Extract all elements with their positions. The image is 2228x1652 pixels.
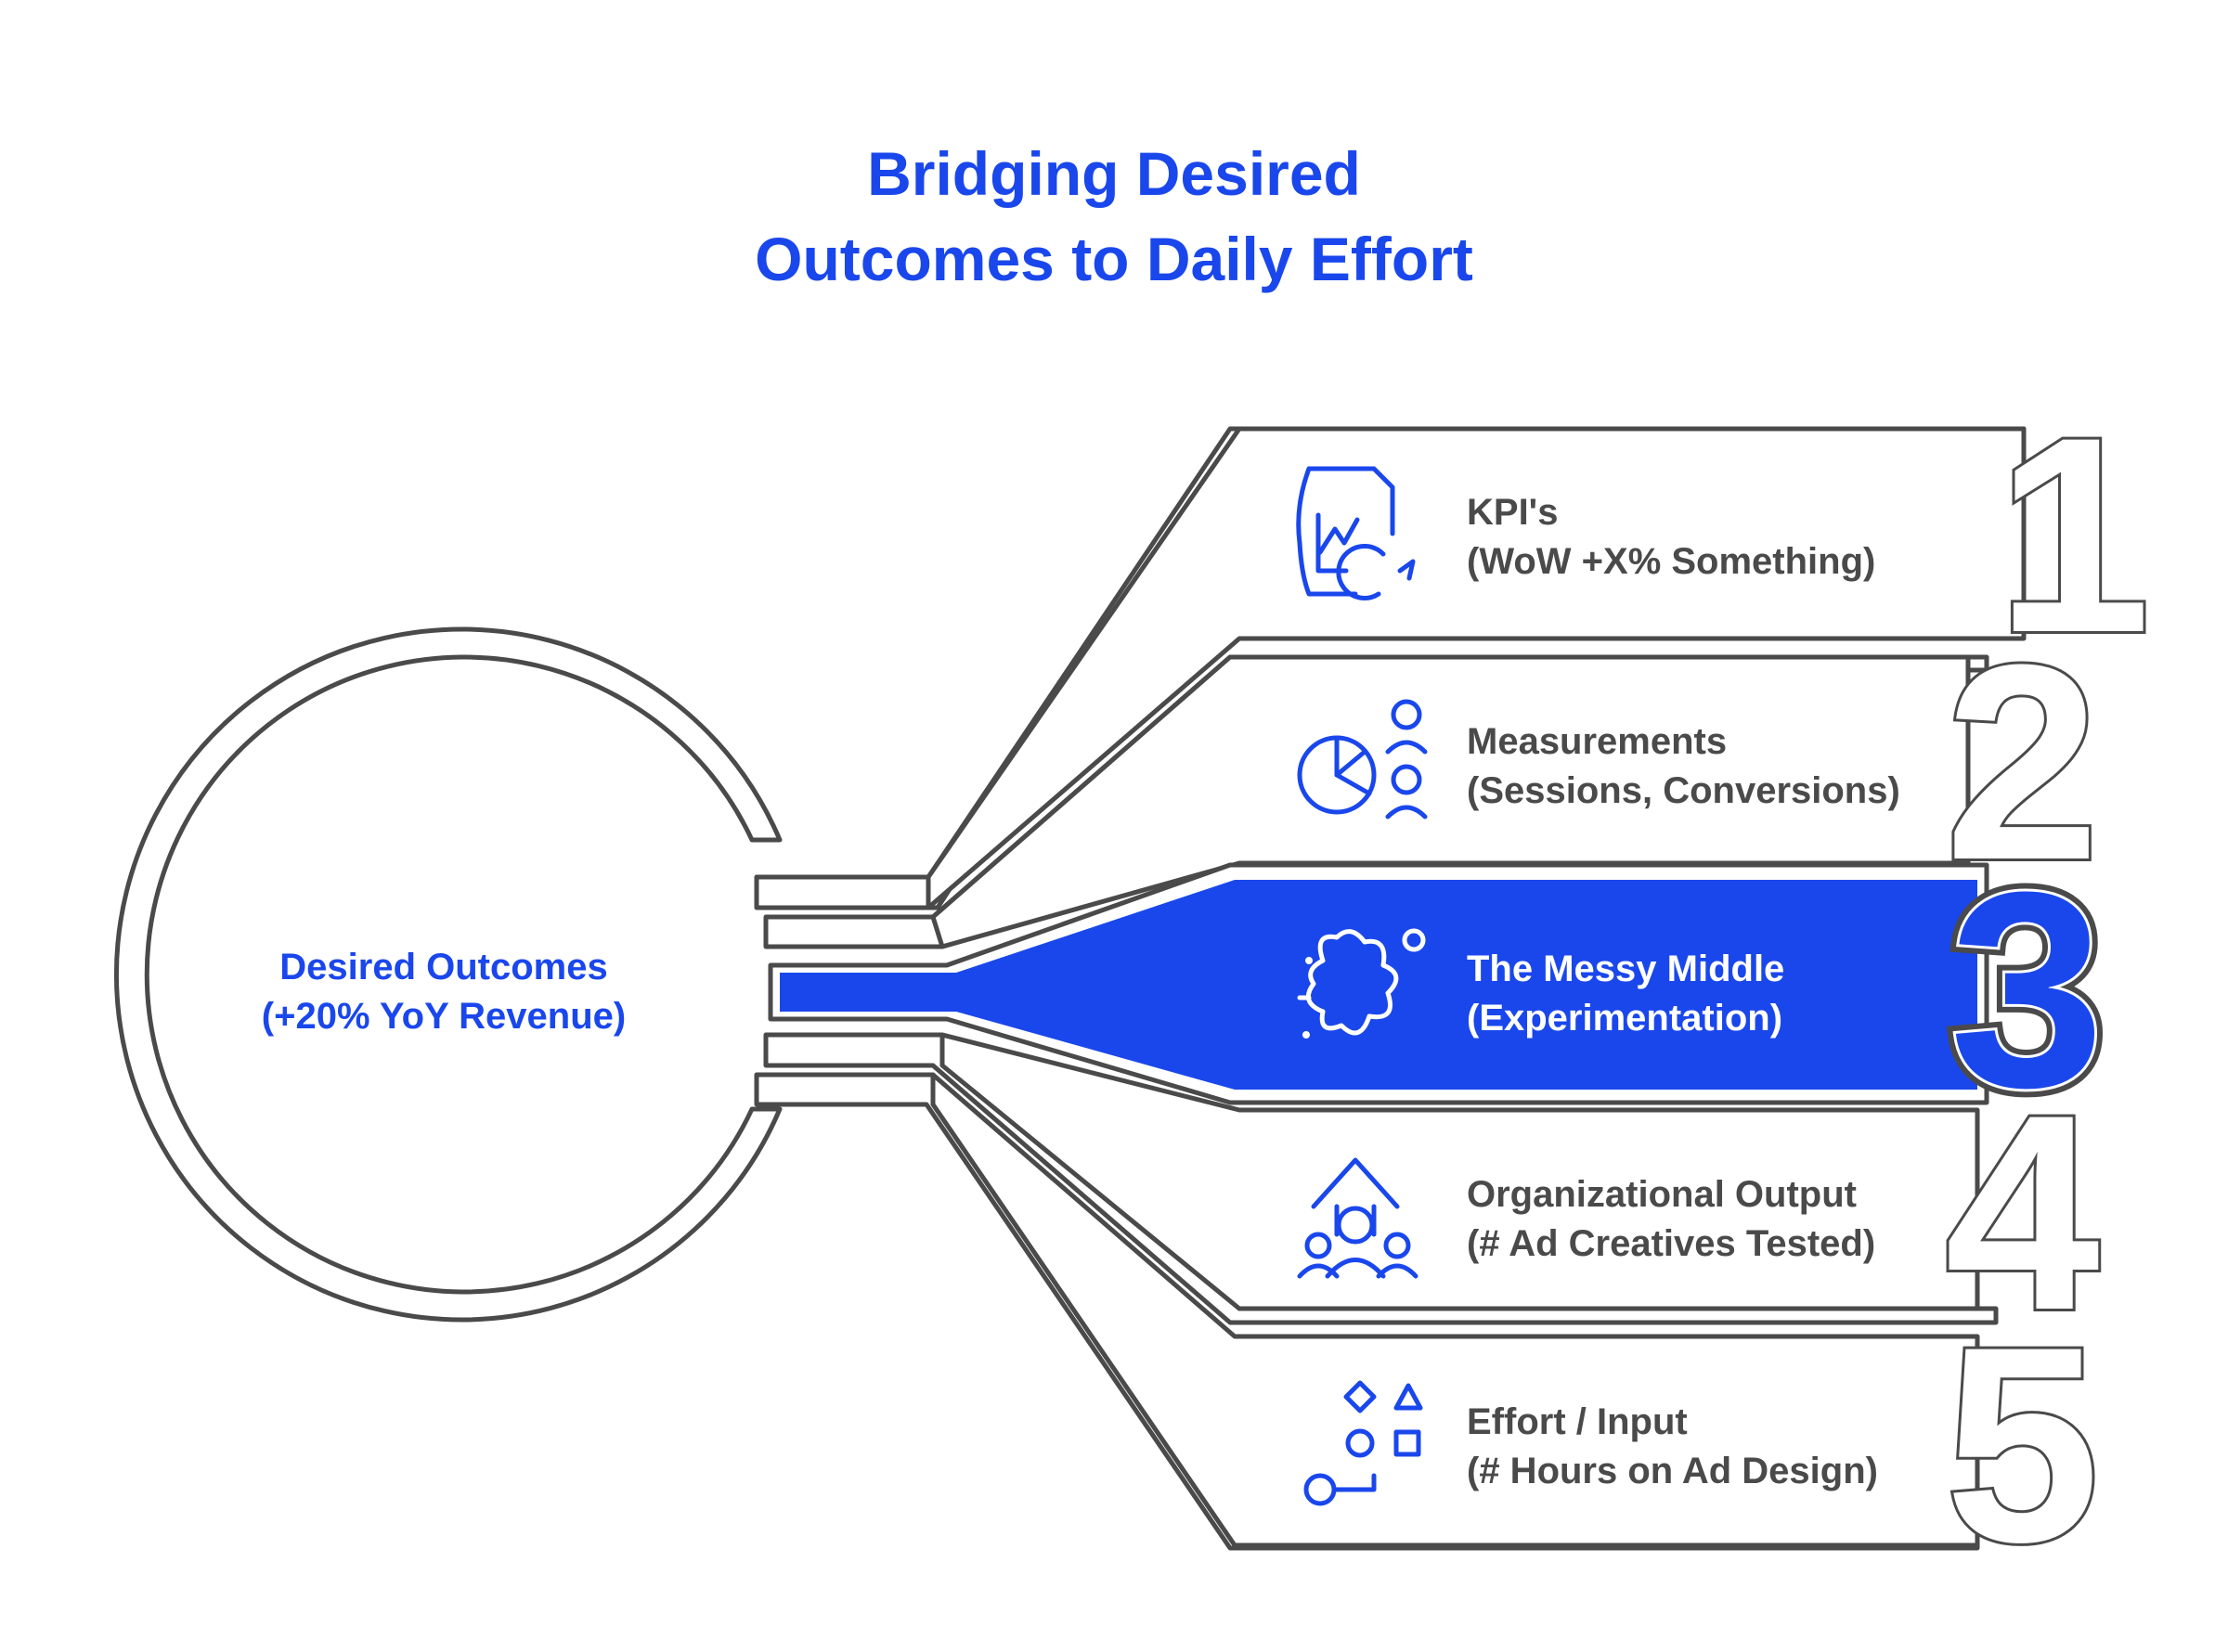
title: Bridging Desired Outcomes to Daily Effor… [755,139,1473,293]
item-5-subtitle: (# Hours on Ad Design) [1467,1451,1878,1491]
item-5-title: Effort / Input [1467,1401,1688,1442]
number-3-outline: 3 [1950,833,2105,1145]
item-3-title: The Messy Middle [1467,949,1784,989]
big-numbers: 1 2 3 3 4 5 [1941,376,2154,1603]
center-line-2: (+20% YoY Revenue) [262,996,626,1037]
band-1 [926,426,2027,910]
number-1: 1 [1996,379,2151,690]
band-4 [939,1032,1980,1311]
band-4-shape [939,1032,1980,1311]
title-line-2: Outcomes to Daily Effort [755,225,1473,293]
item-4-title: Organizational Output [1467,1174,1857,1215]
band-3 [768,862,1989,1105]
item-2-subtitle: (Sessions, Conversions) [1467,770,1900,811]
center-line-1: Desired Outcomes [279,947,607,987]
item-1-title: KPI's [1467,492,1558,533]
item-2-title: Measurements [1467,721,1727,762]
number-3: 3 [1950,833,2105,1145]
item-3-subtitle: (Experimentation) [1467,998,1782,1039]
title-line-1: Bridging Desired [867,139,1361,208]
item-4-subtitle: (# Ad Creatives Tested) [1467,1223,1875,1264]
number-2: 2 [1945,606,2100,918]
number-5: 5 [1945,1288,2100,1600]
band-5-shape [930,1072,1980,1548]
shapes-icon [1303,1380,1423,1506]
chart-refresh-icon [1296,466,1416,600]
outcome-ring [114,626,783,1323]
number-4: 4 [1945,1056,2102,1368]
item-labels: KPI's (WoW +X% Something) Measurements (… [1467,492,1900,1491]
item-1-subtitle: (WoW +X% Something) [1467,541,1875,582]
pie-chart-users-icon [1297,699,1428,820]
splat-icon [1297,928,1426,1039]
band-1-shape [926,426,2027,910]
desired-outcomes-node: Desired Outcomes (+20% YoY Revenue) [114,626,783,1323]
band-5 [930,1072,1980,1548]
band-3-fill [780,880,1977,1090]
team-growth-icon [1297,1157,1418,1279]
